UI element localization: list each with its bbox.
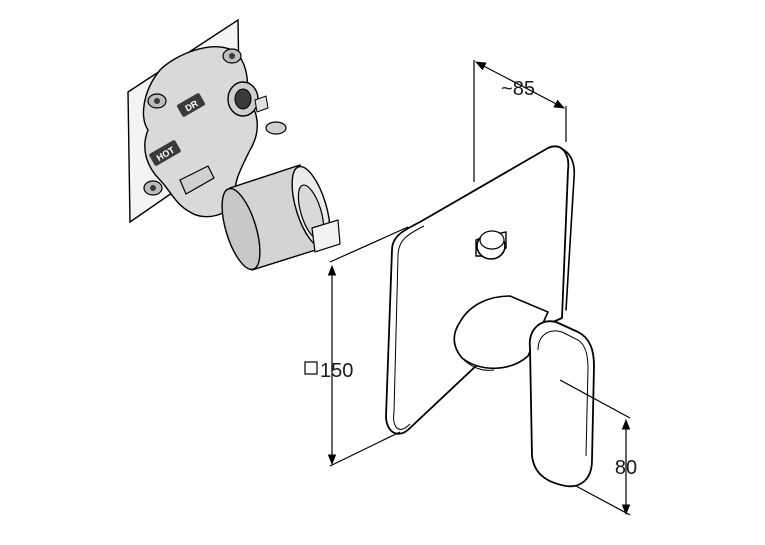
handle-height-label: 80: [615, 457, 637, 479]
cover-plate-face: [385, 145, 570, 435]
handle-height-dimension: 80: [559, 379, 637, 516]
cover-plate: [385, 145, 575, 435]
plate-size-dimension: 150: [304, 226, 409, 467]
depth-dimension: ~85: [473, 60, 567, 182]
depth-label: ~85: [501, 78, 535, 100]
concealed-valve-body: DR HOT: [127, 18, 341, 271]
cartridge-spindle: [311, 219, 341, 253]
diverter-button: [475, 230, 507, 260]
square-symbol-icon: [304, 361, 318, 375]
lever-handle: [453, 295, 595, 488]
plate-size-label: 150: [320, 360, 353, 382]
mixing-cartridge: [221, 164, 341, 271]
dr-label: DR: [176, 93, 206, 117]
